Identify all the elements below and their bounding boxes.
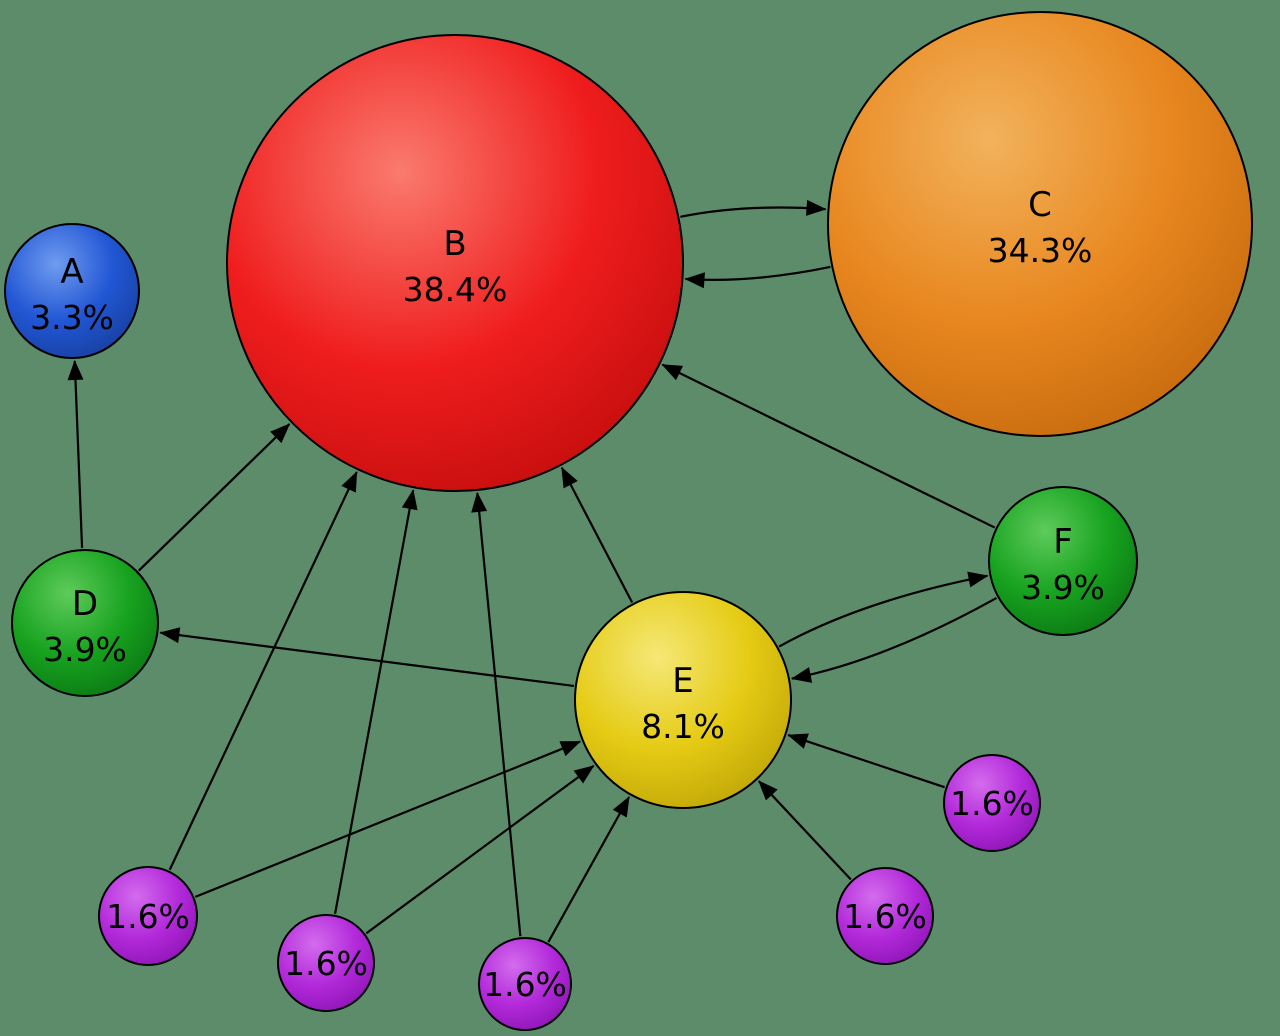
node-C: C 34.3% [827, 11, 1253, 437]
edge-p3-to-B [471, 491, 522, 937]
edge-C-to-B [684, 265, 831, 289]
edge-D-to-A [67, 359, 84, 549]
node-percent-label: 3.9% [43, 630, 127, 669]
node-p3: 1.6% [478, 937, 572, 1031]
edge-p2-to-B [333, 489, 418, 915]
node-D: D 3.9% [11, 549, 159, 697]
node-percent-label: 1.6% [843, 897, 927, 936]
node-percent-label: 1.6% [284, 944, 368, 983]
edge-p4-to-E [758, 780, 852, 881]
node-percent-label: 34.3% [988, 231, 1093, 270]
edge-p1-to-E [194, 740, 581, 898]
edge-D-to-B [137, 423, 291, 572]
node-circle-p3 [478, 937, 572, 1031]
node-circle-B [226, 34, 684, 492]
node-p1: 1.6% [98, 866, 198, 966]
edge-p3-to-E [547, 796, 630, 943]
edge-E-to-F [778, 571, 989, 648]
node-circle-F [988, 486, 1138, 636]
node-percent-label: 38.4% [403, 270, 508, 309]
node-letter-label: D [72, 584, 98, 624]
edge-p1-to-B [168, 471, 358, 871]
node-circle-p2 [277, 914, 375, 1012]
node-p4: 1.6% [836, 867, 934, 965]
node-p2: 1.6% [277, 914, 375, 1012]
node-F: F 3.9% [988, 486, 1138, 636]
node-circle-E [574, 591, 792, 809]
node-E: E 8.1% [574, 591, 792, 809]
node-percent-label: 1.6% [483, 965, 567, 1004]
node-A: A 3.3% [4, 223, 140, 359]
node-p5: 1.6% [943, 754, 1041, 852]
node-percent-label: 3.9% [1021, 568, 1105, 607]
node-percent-label: 8.1% [641, 707, 725, 746]
node-circle-p1 [98, 866, 198, 966]
node-circle-p4 [836, 867, 934, 965]
node-layer: A 3.3% B 38.4% C 34.3% D 3.9% E 8.1% F 3.9% 1.6% 1.6%… [4, 11, 1253, 1031]
node-letter-label: C [1028, 185, 1052, 225]
edge-F-to-B [661, 363, 996, 529]
node-percent-label: 3.3% [30, 298, 114, 337]
edge-p2-to-E [365, 764, 595, 935]
node-circle-p5 [943, 754, 1041, 852]
node-circle-A [4, 223, 140, 359]
edge-p5-to-E [787, 733, 945, 789]
node-percent-label: 1.6% [950, 784, 1034, 823]
node-percent-label: 1.6% [106, 897, 190, 936]
node-circle-C [827, 11, 1253, 437]
node-letter-label: F [1053, 522, 1073, 562]
node-letter-label: B [443, 224, 466, 264]
edge-B-to-C [680, 199, 827, 218]
edge-layer [67, 199, 998, 943]
node-letter-label: A [60, 252, 83, 292]
edge-E-to-B [560, 466, 634, 603]
node-circle-D [11, 549, 159, 697]
edge-E-to-D [159, 627, 575, 688]
node-B: B 38.4% [226, 34, 684, 492]
node-letter-label: E [672, 661, 693, 701]
edge-F-to-E [790, 596, 998, 683]
